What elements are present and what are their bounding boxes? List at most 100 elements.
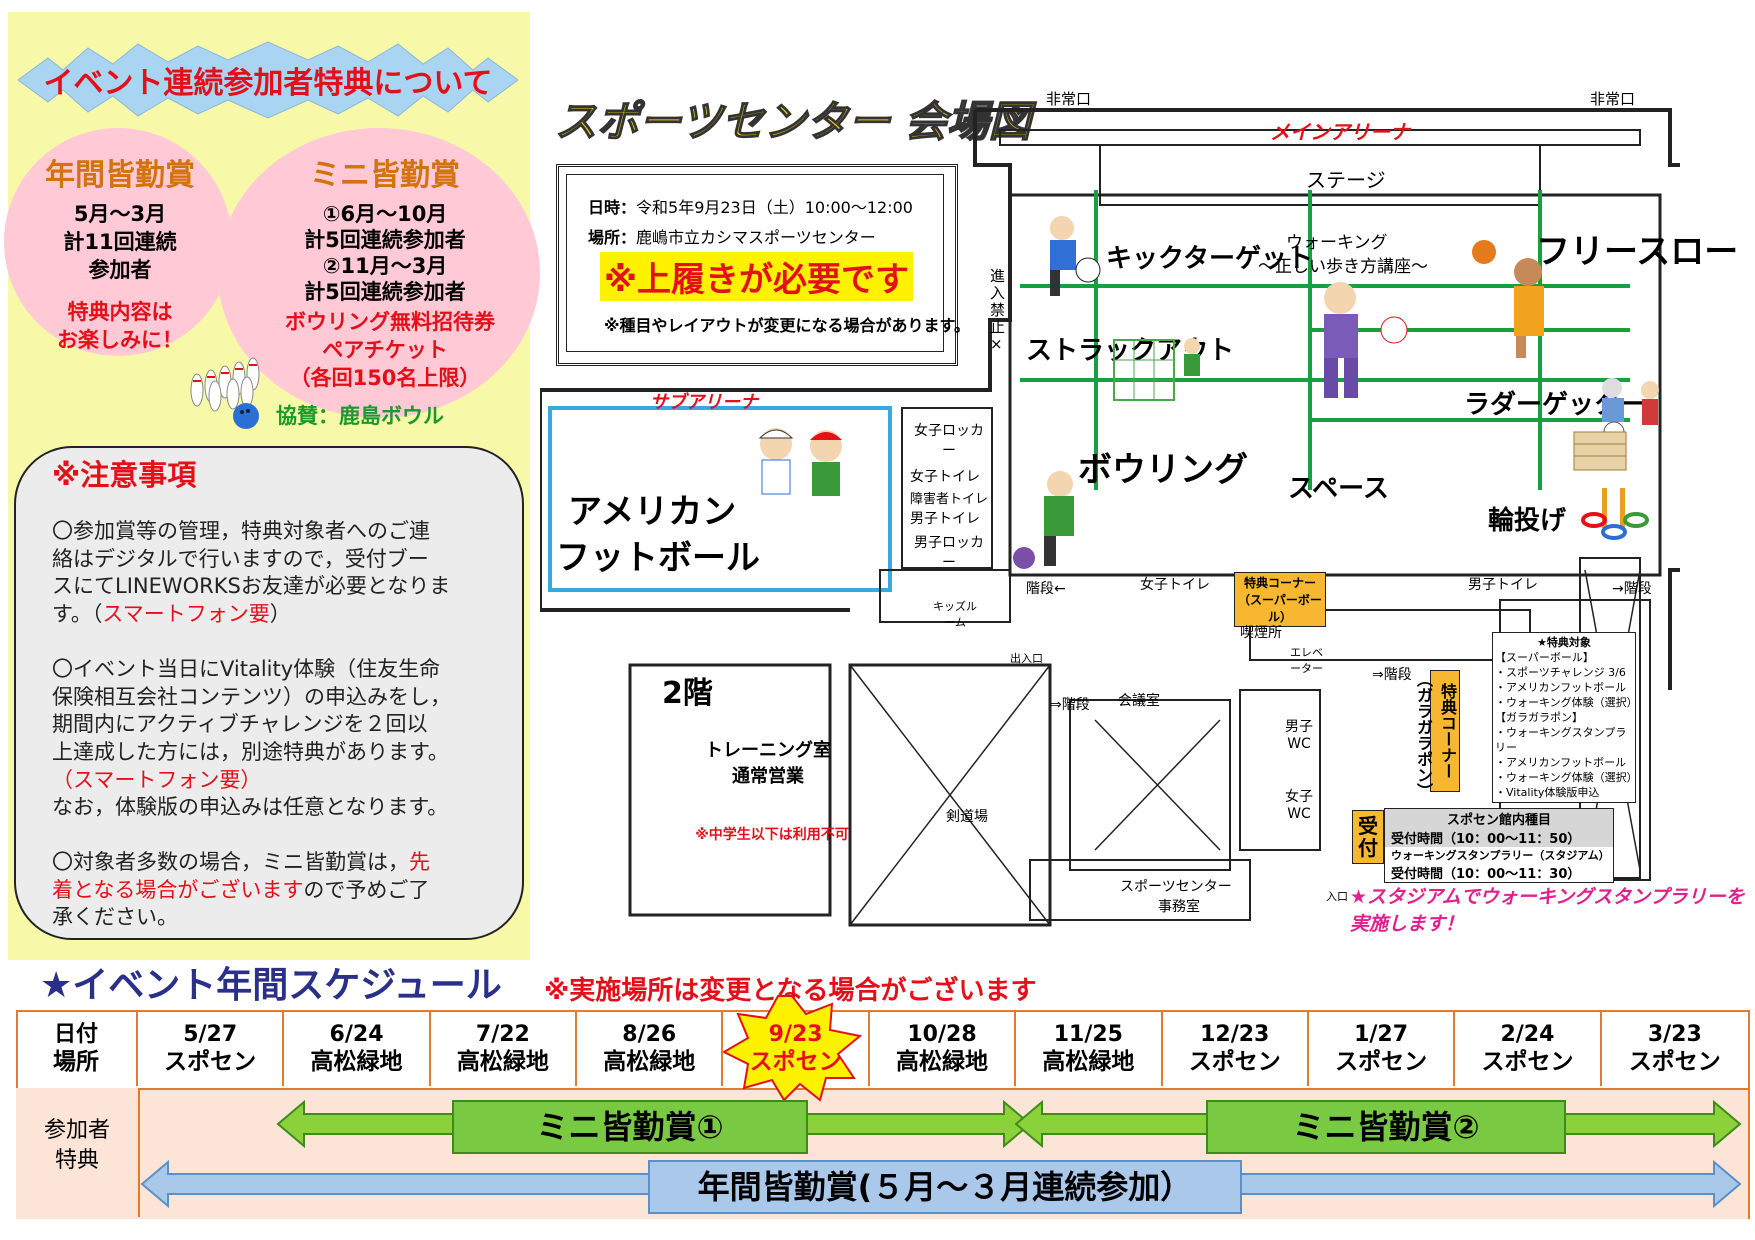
benefit-row-label: 参加者 特典 [16, 1088, 140, 1217]
mini-award-circle [218, 128, 540, 418]
annual-award-title: 年間皆勤賞 [45, 158, 195, 193]
row-label-line: 特典 [54, 1148, 99, 1173]
no-entry-label: 進入禁止× [990, 267, 1006, 353]
floor-2-label: 2階 [662, 676, 713, 711]
football-kids-icon [758, 428, 842, 496]
event-place: 場所：鹿嶋市立カシマスポーツセンター [588, 228, 876, 247]
stairs-arrow-label-2: ⇒階段 [1050, 697, 1090, 713]
schedule-title: ★イベント年間スケジュール [40, 965, 502, 1006]
mini-reward-line: ペアチケット [322, 338, 448, 362]
boys-toilet-label: 男子トイレ [910, 511, 980, 527]
reception-row: スポセン館内種目 [1446, 813, 1551, 828]
ladder-getter-icon [1573, 431, 1627, 471]
notice-line: なお，体験版の申込みは任意となります。 [52, 795, 449, 819]
ring-toss-icon [1581, 488, 1649, 540]
bonus-target-item: ・ウォーキングスタンプラリー [1495, 726, 1627, 754]
bowler-icon [1013, 471, 1074, 569]
bonus-corner-superball: 特典コーナー（スーパーボール） [1234, 572, 1326, 627]
event-place: スポセン [1481, 1049, 1574, 1075]
girls-locker-label: 女子ロッカー [914, 423, 984, 459]
event-place: スポセン [749, 1049, 842, 1075]
bonus-corner-garagara: 特典コーナー（ガラガラポン） [1414, 670, 1460, 799]
event-place: スポセン [1628, 1049, 1721, 1075]
basketball-player-icon [1472, 240, 1544, 358]
dojo-label: 剣道場 [946, 809, 988, 825]
notice-line: 〇イベント当日にVitality体験（住友生命 [52, 657, 441, 681]
kids-room-label: キッズルーム [933, 600, 977, 629]
bonus-target-item: ・アメリカンフットボール [1495, 681, 1627, 694]
event-place: スポセン [164, 1049, 257, 1075]
elevator-label: エレベーター [1290, 646, 1323, 675]
annual-reward-line: 特典内容は [67, 300, 173, 324]
sponsor-text: 協賛：鹿島ボウル [276, 404, 444, 428]
event-date: 3/23 [1647, 1022, 1702, 1047]
kick-target-label: キックターゲット [1106, 244, 1313, 274]
girls-wc-label: 女子WC [1285, 789, 1313, 822]
stairs-left-label: 階段← [1026, 581, 1066, 597]
bonus-target-item: ・アメリカンフットボール [1495, 756, 1627, 769]
american-football-label: アメリカン [568, 492, 737, 532]
event-info-inner [566, 174, 944, 352]
stairs-arrow-label: ⇒階段 [1372, 667, 1412, 683]
notice-line: 上達成した方には，別途特典があります。 [52, 740, 449, 764]
event-date: 日時：令和5年9月23日（土）10:00～12:00 [588, 198, 913, 217]
benefit-title: イベント連続参加者特典について [43, 66, 493, 101]
walking-sub-label: ～正しい歩き方講座～ [1258, 257, 1428, 277]
layout-change-note: ※種目やレイアウトが変更になる場合があります。 [604, 316, 970, 335]
event-place: 高松緑地 [456, 1049, 549, 1075]
reception-row: 受付時間（10：00～11：50） [1391, 832, 1581, 847]
indoor-shoes-notice: ※上履きが必要です [600, 252, 914, 301]
notice-box [14, 446, 524, 940]
mini-award-line: 計5回連続参加者 [304, 280, 466, 304]
bowling-label: ボウリング [1078, 450, 1248, 490]
reception-table: スポセン館内種目 受付時間（10：00～11：50） ウォーキングスタンプラリー… [1384, 808, 1614, 883]
entrance-label: 入口 [1326, 890, 1348, 903]
annual-award-line: 参加者 [88, 258, 152, 282]
event-date: 8/26 [622, 1022, 677, 1047]
training-note: ※中学生以下は利用不可 [695, 827, 849, 843]
notice-title: ※注意事項 [52, 458, 197, 492]
header-date-label: 日付 [53, 1022, 98, 1047]
main-arena-label: メインアリーナ [1270, 120, 1410, 144]
stairs-right-label: →階段 [1612, 581, 1652, 597]
notice-line: 保険相互会社コンテンツ）の申込みをし， [52, 685, 451, 709]
disabled-toilet-label: 障害者トイレ [910, 492, 989, 507]
notice-line: （スマートフォン要） [52, 768, 262, 792]
annual-award-line: 5月～3月 [73, 202, 167, 226]
training-status-label: 通常営業 [732, 766, 804, 787]
mini-reward-line: ボウリング無料招待券 [285, 310, 495, 334]
event-info-box [556, 164, 958, 366]
title-burst-shape [18, 41, 518, 119]
free-throw-label: フリースロー [1536, 232, 1739, 272]
event-date: 5/27 [183, 1022, 238, 1047]
office-label: スポーツセンター [1120, 879, 1232, 895]
annual-award-bar: 年間皆勤賞(５月～３月連続参加） [648, 1160, 1242, 1214]
notice-line: 承ください。 [52, 905, 178, 929]
annual-award-circle [4, 128, 232, 356]
american-football-label-2: フットボール [556, 538, 760, 578]
mini-award-title: ミニ皆勤賞 [310, 158, 460, 193]
row-label-line: 参加者 [43, 1118, 110, 1143]
reception-row: 受付時間（10：00～11：30） [1385, 863, 1613, 882]
mini-award-line: ②11月～3月 [322, 254, 448, 278]
mini-award-line: 計5回連続参加者 [304, 228, 466, 252]
event-place: 高松緑地 [603, 1049, 696, 1075]
boys-toilet-main-label: 男子トイレ [1468, 577, 1538, 593]
reception-row: ウォーキングスタンプラリー（スタジアム） [1385, 847, 1613, 863]
event-place: スポセン [1335, 1049, 1428, 1075]
event-place: 高松緑地 [895, 1049, 988, 1075]
training-room-label: トレーニング室 [705, 740, 831, 761]
bonus-target-list: ★特典対象 【スーパーボール】 ・スポーツチャレンジ 3/6 ・アメリカンフット… [1492, 632, 1638, 803]
mini-award-line: ①6月～10月 [322, 202, 448, 226]
ring-toss-label: 輪投げ [1488, 506, 1567, 536]
stadium-note: ★スタジアムでウォーキングスタンプラリーを実施します！ [1350, 886, 1745, 935]
emergency-exit-right: 非常口 [1590, 90, 1636, 108]
kick-player-icon [1050, 216, 1101, 296]
event-date: 11/25 [1053, 1022, 1123, 1047]
schedule-header-label: 日付 場所 [16, 1010, 138, 1086]
